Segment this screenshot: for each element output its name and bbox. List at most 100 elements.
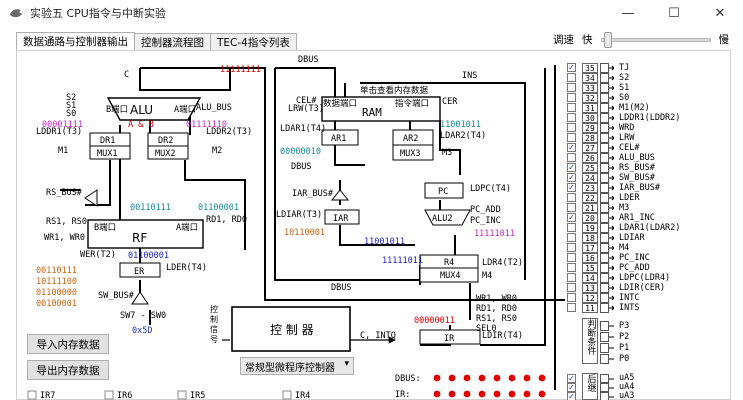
tab-instruction-list[interactable]: TEC-4指令列表: [210, 33, 297, 50]
signal-checkbox[interactable]: [567, 223, 576, 232]
signal-bit-number: 27: [582, 143, 598, 153]
signal-arrow-icon: [600, 63, 614, 73]
maximize-button[interactable]: ☐: [668, 5, 680, 21]
wr1-wr0-label: WR1, WR0: [44, 233, 85, 243]
tab-flowchart[interactable]: 控制器流程图: [134, 33, 211, 50]
signal-checkbox[interactable]: ✓: [567, 213, 576, 222]
signal-arrow-icon: [600, 233, 614, 243]
signal-arrow-icon: [600, 293, 614, 303]
next-checkbox[interactable]: ✓: [567, 383, 576, 392]
signal-checkbox[interactable]: [567, 83, 576, 92]
close-button[interactable]: ✕: [714, 5, 726, 21]
er-label: ER: [134, 267, 145, 277]
val-right-top: 01111110: [186, 120, 227, 130]
signal-checkbox[interactable]: [567, 133, 576, 142]
signal-checkbox[interactable]: [567, 93, 576, 102]
tab-datapath[interactable]: 数据通路与控制器输出: [16, 32, 135, 51]
alu-b-port: B端口: [106, 104, 128, 115]
lddr2-label: LDDR2(T3): [206, 127, 252, 137]
speed-slider-thumb[interactable]: [603, 31, 612, 48]
signal-checkbox[interactable]: [567, 253, 576, 262]
next-item: uA3: [619, 391, 635, 400]
signal-checkbox[interactable]: [567, 153, 576, 162]
speed-fast-label: 快: [582, 34, 593, 46]
next-item: uA5: [619, 373, 635, 383]
signal-checkbox[interactable]: ✓: [567, 183, 576, 192]
signal-checkbox[interactable]: ✓: [567, 143, 576, 152]
cond-label-text: 判断条件: [585, 319, 596, 355]
signal-bit-number: 29: [582, 123, 598, 133]
signal-arrow-icon: [600, 203, 614, 213]
view-memory-link[interactable]: 单击查看内存数据: [360, 85, 429, 96]
ldiar-label: LDIAR(T3): [276, 210, 322, 220]
led-indicator: [463, 390, 471, 398]
ram-label: RAM: [362, 106, 382, 119]
pc-add-label: PC_ADD: [470, 205, 501, 215]
cond-label: 判断条件: [582, 318, 598, 364]
speed-slider[interactable]: [600, 31, 711, 48]
val-bus-mid: 11001011: [364, 237, 405, 247]
signal-arrow-icon: [600, 183, 614, 193]
signal-name: M3: [619, 203, 630, 213]
next-label-text: 后继: [585, 374, 596, 392]
dbus-leds: [433, 374, 546, 382]
alu2-shape: [424, 209, 471, 226]
controller-type-select[interactable]: 常规型微程序控制器 ▾: [240, 357, 354, 375]
sel-label: SEL0: [476, 324, 496, 334]
signal-checkbox[interactable]: [567, 103, 576, 112]
signal-checkbox[interactable]: [567, 243, 576, 252]
rs-bus-label: RS_BUS#: [46, 188, 83, 198]
export-memory-button[interactable]: 导出内存数据: [27, 360, 109, 380]
rs1-rs0-label: RS1, RS0: [46, 217, 87, 227]
signal-checkbox[interactable]: [567, 113, 576, 122]
signal-arrow-icon: [600, 243, 614, 253]
signal-checkbox[interactable]: [567, 303, 576, 312]
signal-checkbox[interactable]: [567, 123, 576, 132]
cond-item: P1: [619, 343, 630, 353]
ctrl-signal-char-1: 制: [210, 314, 218, 324]
signal-checkbox[interactable]: [567, 293, 576, 302]
signal-checkbox[interactable]: [567, 263, 576, 272]
val-left-top: 00001111: [42, 120, 83, 130]
signal-name: LDAR1(LDAR2): [619, 223, 681, 233]
signal-name: M1(M2): [619, 103, 650, 113]
import-memory-button[interactable]: 导入内存数据: [27, 334, 109, 354]
ar2-label: AR2: [403, 134, 418, 144]
signal-checkbox[interactable]: [567, 203, 576, 212]
signal-checkbox[interactable]: [567, 283, 576, 292]
next-checkbox[interactable]: ✓: [567, 374, 576, 383]
controller-label: 控 制 器: [270, 323, 314, 337]
led-indicator: [433, 390, 441, 398]
minimize-button[interactable]: —: [621, 5, 635, 21]
led-indicator: [538, 374, 546, 382]
signal-name: CEL#: [619, 143, 640, 153]
signal-checkbox[interactable]: [567, 73, 576, 82]
ram-data-port: 数据端口: [323, 98, 357, 109]
next-item: uA4: [619, 382, 635, 392]
signal-arrow-icon: [600, 263, 614, 273]
next-checkbox[interactable]: ✓: [567, 392, 576, 400]
signal-bit-number: 33: [582, 83, 598, 93]
signal-arrow-icon: [600, 193, 614, 203]
rd-label: RD1, RD0: [476, 304, 517, 314]
controller-type-value: 常规型微程序控制器: [245, 362, 335, 374]
signal-name: ALU_BUS: [619, 153, 655, 163]
m2-label: M2: [212, 146, 222, 156]
signal-arrow-icon: [600, 173, 614, 183]
wer-label: WER(T2): [80, 250, 116, 260]
signal-checkbox[interactable]: [567, 233, 576, 242]
signal-bit-number: 21: [582, 203, 598, 213]
signal-checkbox[interactable]: ✓: [567, 163, 576, 172]
signal-checkbox[interactable]: ✓: [567, 173, 576, 182]
signal-bit-number: 20: [582, 213, 598, 223]
tab-bar: 数据通路与控制器输出 控制器流程图 TEC-4指令列表: [16, 32, 297, 51]
ir-label: IR: [444, 334, 455, 344]
val-er: 01100001: [128, 251, 169, 261]
controller-box: [231, 306, 351, 352]
cond-arrow-icon: [600, 321, 614, 331]
signal-checkbox[interactable]: ✓: [567, 63, 576, 72]
ctrl-signal-char-3: 号: [210, 335, 218, 344]
signal-checkbox[interactable]: [567, 273, 576, 282]
signal-checkbox[interactable]: [567, 193, 576, 202]
pc-inc-label: PC_INC: [470, 216, 501, 226]
